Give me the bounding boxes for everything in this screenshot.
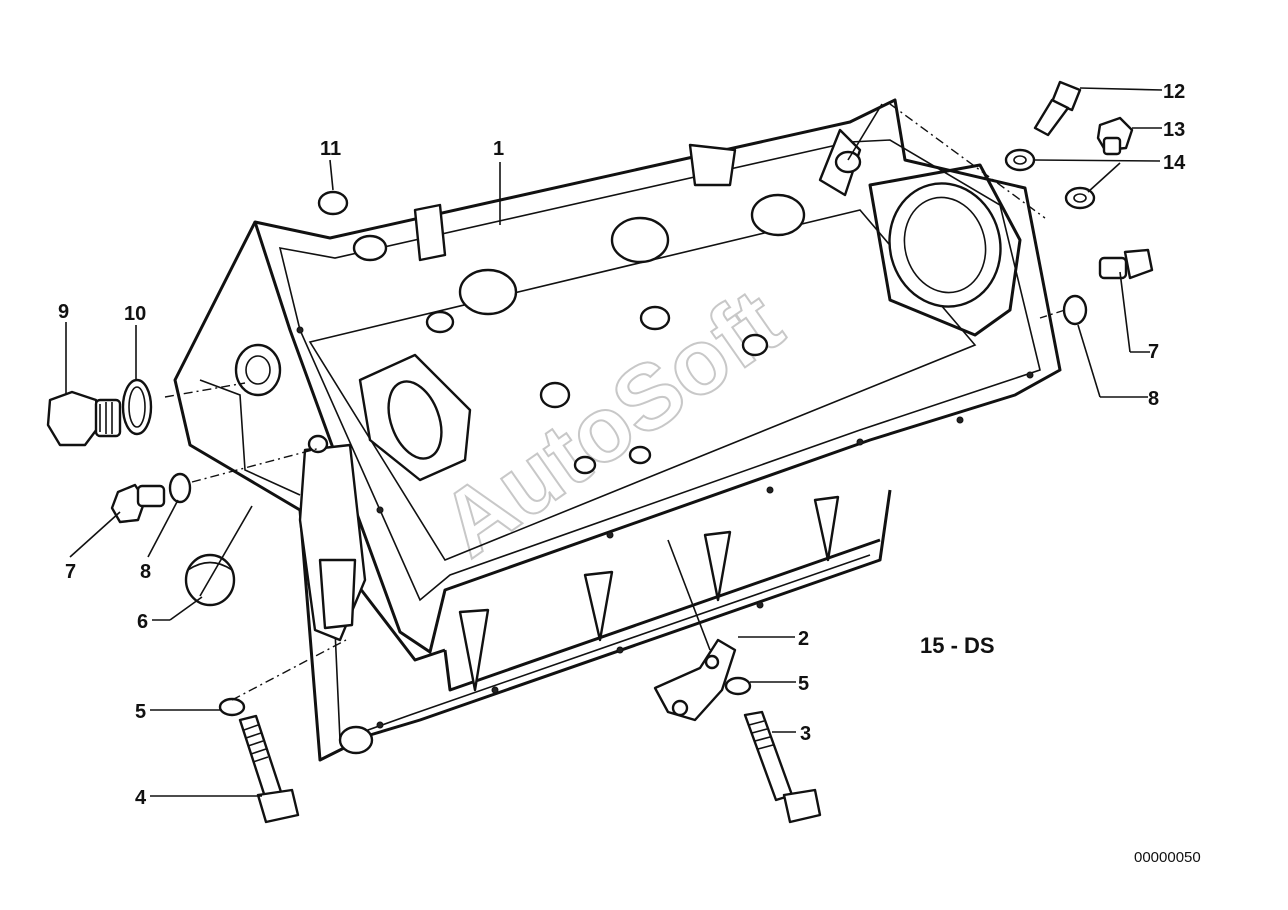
washer-14b: [1064, 186, 1096, 210]
plug-9: [46, 390, 122, 447]
callout-10: 10: [124, 303, 146, 325]
callout-11: 11: [320, 138, 341, 160]
bracket-2: [653, 638, 737, 722]
callout-14: 14: [1163, 152, 1186, 174]
leader-lines: [65, 87, 1163, 797]
washer-8-left: [168, 472, 192, 504]
callout-7-left: 7: [65, 561, 76, 583]
callout-4: 4: [135, 787, 147, 809]
deck-studs: [352, 150, 862, 475]
callout-5-left: 5: [135, 701, 146, 723]
callout-2: 2: [798, 628, 809, 650]
bolt-7-right: [1098, 248, 1154, 280]
callout-1: 1: [493, 138, 504, 160]
callouts: 1 11 9 10 12 13 14 7 8 7 8 6 5 4 2 5 3: [58, 81, 1186, 809]
callout-13: 13: [1163, 119, 1185, 141]
rail-holes: [296, 326, 1034, 729]
callout-7-right: 7: [1148, 341, 1159, 363]
callout-3: 3: [800, 723, 811, 745]
bolt-4: [238, 714, 300, 824]
washer-5-left: [218, 697, 246, 717]
callout-12: 12: [1163, 81, 1185, 103]
bolt-3: [743, 710, 822, 824]
engine-block: [173, 98, 1062, 762]
seal-ring-10: [121, 378, 153, 436]
callout-5-right: 5: [798, 673, 809, 695]
callout-8-right: 8: [1148, 388, 1159, 410]
diagram-part-number: 00000050: [1134, 849, 1201, 866]
sleeve-11: [317, 190, 349, 216]
washer-8-right: [1062, 294, 1088, 326]
fitting-12: [1033, 80, 1082, 137]
variant-code: 15 - DS: [920, 633, 995, 658]
plug-13: [1096, 116, 1134, 156]
washer-5-right: [724, 676, 752, 696]
callout-6: 6: [137, 611, 148, 633]
bolt-7-left: [110, 483, 166, 524]
callout-8-left: 8: [140, 561, 151, 583]
callout-9: 9: [58, 301, 69, 323]
washer-14a: [1004, 148, 1036, 172]
